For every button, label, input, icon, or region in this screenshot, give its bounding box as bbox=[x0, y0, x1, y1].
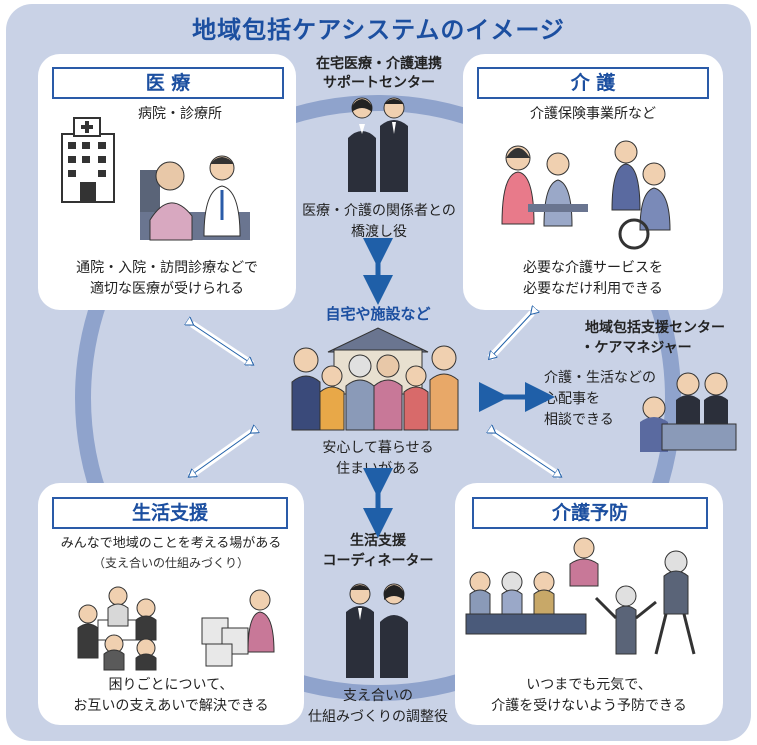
arrow-iryo bbox=[192, 324, 252, 364]
bottom-name-2: コーディネーター bbox=[322, 553, 434, 569]
right-name-1: 地域包括支援センター bbox=[585, 320, 725, 336]
yobo-desc-2: 介護を受けないよう予防できる bbox=[491, 698, 687, 714]
consultation-illustration bbox=[640, 372, 737, 452]
kaigo-desc-2: 必要なだけ利用できる bbox=[523, 281, 663, 297]
heading-iryo: 医 療 bbox=[52, 67, 284, 99]
iryo-sub: 病院・診療所 bbox=[138, 106, 222, 122]
heading-kaigo: 介 護 bbox=[477, 67, 709, 99]
right-desc-1: 介護・生活などの bbox=[544, 370, 656, 386]
life-support-coordinator-illustration bbox=[346, 583, 408, 678]
seikatsu-note: （支え合いの仕組みづくり） bbox=[92, 556, 249, 570]
center-caption-1: 安心して暮らせる bbox=[322, 440, 434, 456]
arrow-kaigo bbox=[490, 313, 532, 358]
kaigo-sub: 介護保険事業所など bbox=[530, 106, 656, 122]
care-service-illustration bbox=[501, 140, 671, 250]
seikatsu-desc-2: お互いの支えあいで解決できる bbox=[73, 698, 269, 714]
top-desc-2: 橋渡し役 bbox=[351, 224, 407, 240]
heading-seikatsu: 生活支援 bbox=[52, 497, 288, 529]
support-center-staff-illustration bbox=[348, 97, 408, 192]
seikatsu-desc-1: 困りごとについて、 bbox=[108, 677, 234, 693]
right-desc-2: 心配事を bbox=[544, 391, 600, 407]
arrow-seikatsu bbox=[190, 432, 252, 476]
iryo-desc-1: 通院・入院・訪問診療などで bbox=[76, 260, 258, 276]
iryo-desc-2: 適切な医療が受けられる bbox=[90, 281, 244, 297]
center-label: 自宅や施設など bbox=[325, 305, 431, 323]
family-illustration bbox=[291, 327, 459, 431]
heading-yobo: 介護予防 bbox=[472, 497, 708, 529]
bottom-desc-1: 支え合いの bbox=[343, 688, 413, 704]
top-desc-1: 医療・介護の関係者との bbox=[302, 203, 456, 219]
community-meeting-illustration bbox=[77, 586, 275, 671]
seikatsu-sub: みんなで地域のことを考える場がある bbox=[60, 536, 282, 551]
bottom-desc-2: 仕組みづくりの調整役 bbox=[308, 709, 448, 725]
yobo-desc-1: いつまでも元気で、 bbox=[526, 677, 652, 693]
doctor-patient-illustration bbox=[140, 155, 250, 241]
ring-circle bbox=[75, 95, 681, 701]
kaigo-desc-1: 必要な介護サービスを bbox=[523, 260, 663, 276]
top-name-2: サポートセンター bbox=[323, 75, 435, 91]
diagram-title: 地域包括ケアシステムのイメージ bbox=[192, 16, 565, 44]
right-name-2: ・ケアマネジャー bbox=[580, 340, 692, 356]
hospital-icon bbox=[61, 117, 115, 203]
right-desc-3: 相談できる bbox=[544, 412, 614, 428]
top-name-1: 在宅医療・介護連携 bbox=[316, 56, 442, 72]
arrow-yobo bbox=[494, 432, 560, 476]
exercise-illustration bbox=[465, 537, 696, 655]
